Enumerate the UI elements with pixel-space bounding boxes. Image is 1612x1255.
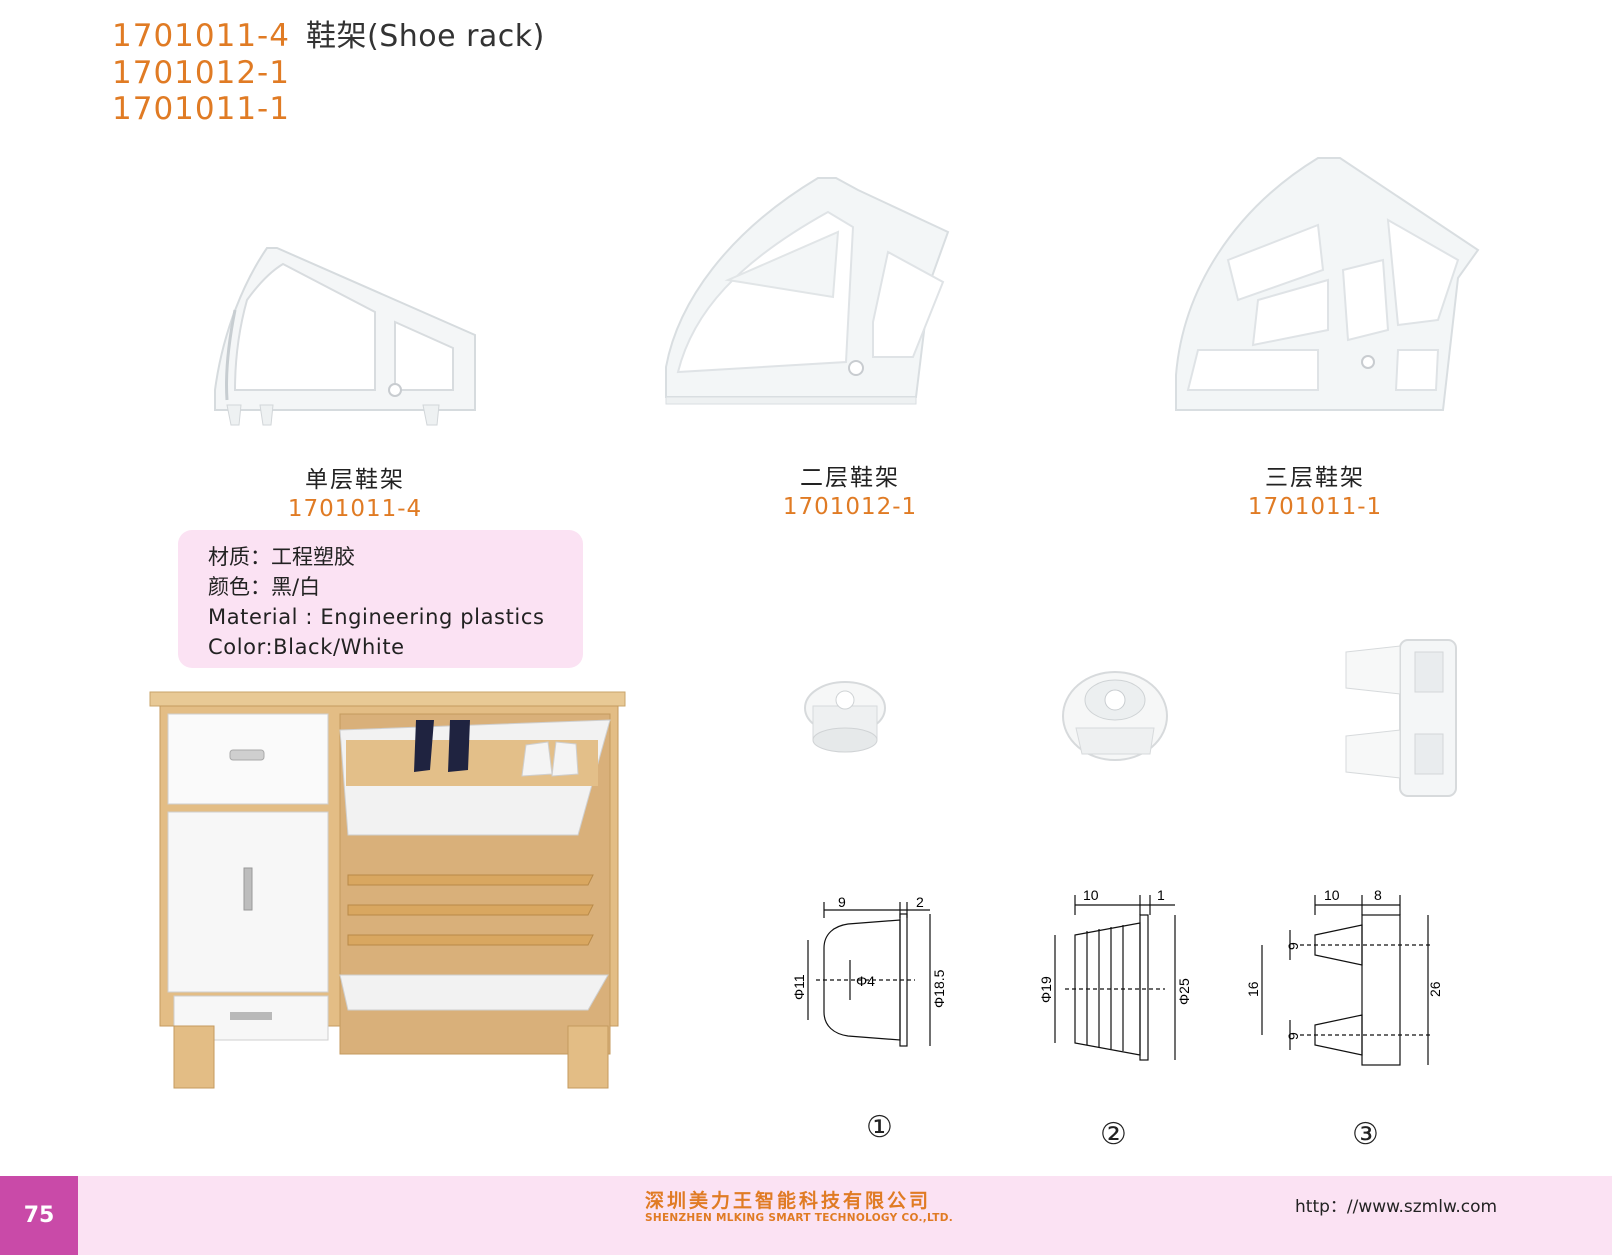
part-2-image bbox=[1062, 671, 1168, 761]
dim-height-2: 16 bbox=[1245, 981, 1261, 997]
product-name: 二层鞋架 bbox=[800, 465, 900, 491]
spec-box: 材质：工程塑胶 颜色：黑/白 Material : Engineering pl… bbox=[178, 530, 583, 668]
header-code-2: 1701012-1 bbox=[112, 55, 290, 91]
part-3-label: ③ bbox=[1352, 1117, 1379, 1152]
dim-width-2: 8 bbox=[1374, 887, 1382, 903]
product-caption-double: 二层鞋架 1701012-1 bbox=[770, 458, 930, 520]
header-code-3: 1701011-1 bbox=[112, 91, 290, 127]
spec-color-cn: 颜色：黑/白 bbox=[208, 575, 321, 599]
shoe-cabinet-image bbox=[149, 691, 626, 1089]
company-name-en: SHENZHEN MLKING SMART TECHNOLOGY CO.,LTD… bbox=[645, 1212, 954, 1224]
part-3-image bbox=[1345, 639, 1457, 797]
dim-height-4: 26 bbox=[1427, 981, 1443, 997]
product-caption-triple: 三层鞋架 1701011-1 bbox=[1235, 458, 1395, 520]
header-codes: 1701011-4 鞋架(Shoe rack) 1701012-1 170101… bbox=[112, 18, 545, 127]
spec-color-en: Color:Black/White bbox=[208, 635, 405, 659]
dim-diameter-2: Φ25 bbox=[1176, 978, 1192, 1005]
single-layer-rack-image bbox=[214, 247, 476, 426]
dim-diameter-1: Φ11 bbox=[791, 974, 807, 1000]
product-caption-single: 单层鞋架 1701011-4 bbox=[275, 460, 435, 522]
header-code-1: 1701011-4 bbox=[112, 18, 290, 54]
dim-diameter-2: Φ4 bbox=[856, 973, 875, 989]
spec-material-cn: 材质：工程塑胶 bbox=[208, 545, 355, 569]
product-code: 1701012-1 bbox=[782, 494, 918, 520]
dim-diameter-1: Φ19 bbox=[1038, 976, 1054, 1003]
part-2-drawing: 10 1 Φ19 Φ25 bbox=[1038, 887, 1192, 1061]
spec-material-en: Material : Engineering plastics bbox=[208, 605, 545, 629]
product-name: 单层鞋架 bbox=[305, 467, 405, 493]
product-code: 1701011-1 bbox=[1247, 494, 1383, 520]
part-1-image bbox=[804, 681, 886, 753]
website-link[interactable]: http：//www.szmlw.com bbox=[1295, 1197, 1498, 1217]
product-code: 1701011-4 bbox=[287, 496, 423, 522]
dim-width-1: 10 bbox=[1083, 887, 1099, 903]
product-name: 三层鞋架 bbox=[1265, 465, 1365, 491]
dim-width-2: 2 bbox=[916, 894, 924, 910]
dim-diameter-3: Φ18.5 bbox=[931, 969, 947, 1008]
dim-height-3: 9 bbox=[1285, 1032, 1301, 1040]
page-number: 75 bbox=[0, 1176, 78, 1255]
company-name-cn: 深圳美力王智能科技有限公司 bbox=[645, 1190, 932, 1212]
part-3-drawing: 10 8 9 16 9 26 bbox=[1245, 887, 1443, 1066]
part-1-label: ① bbox=[866, 1110, 893, 1145]
page-title: 鞋架(Shoe rack) bbox=[305, 19, 545, 54]
dim-width-1: 10 bbox=[1324, 887, 1340, 903]
dim-height-1: 9 bbox=[1285, 942, 1301, 950]
dim-width-2: 1 bbox=[1157, 887, 1165, 903]
double-layer-rack-image bbox=[665, 177, 950, 405]
triple-layer-rack-image bbox=[1175, 157, 1480, 411]
part-1-drawing: 9 2 Φ11 Φ4 Φ18.5 bbox=[791, 894, 947, 1047]
dim-width-1: 9 bbox=[838, 894, 846, 910]
footer-bar: 75 深圳美力王智能科技有限公司 SHENZHEN MLKING SMART T… bbox=[0, 1176, 1612, 1255]
part-2-label: ② bbox=[1100, 1117, 1127, 1152]
